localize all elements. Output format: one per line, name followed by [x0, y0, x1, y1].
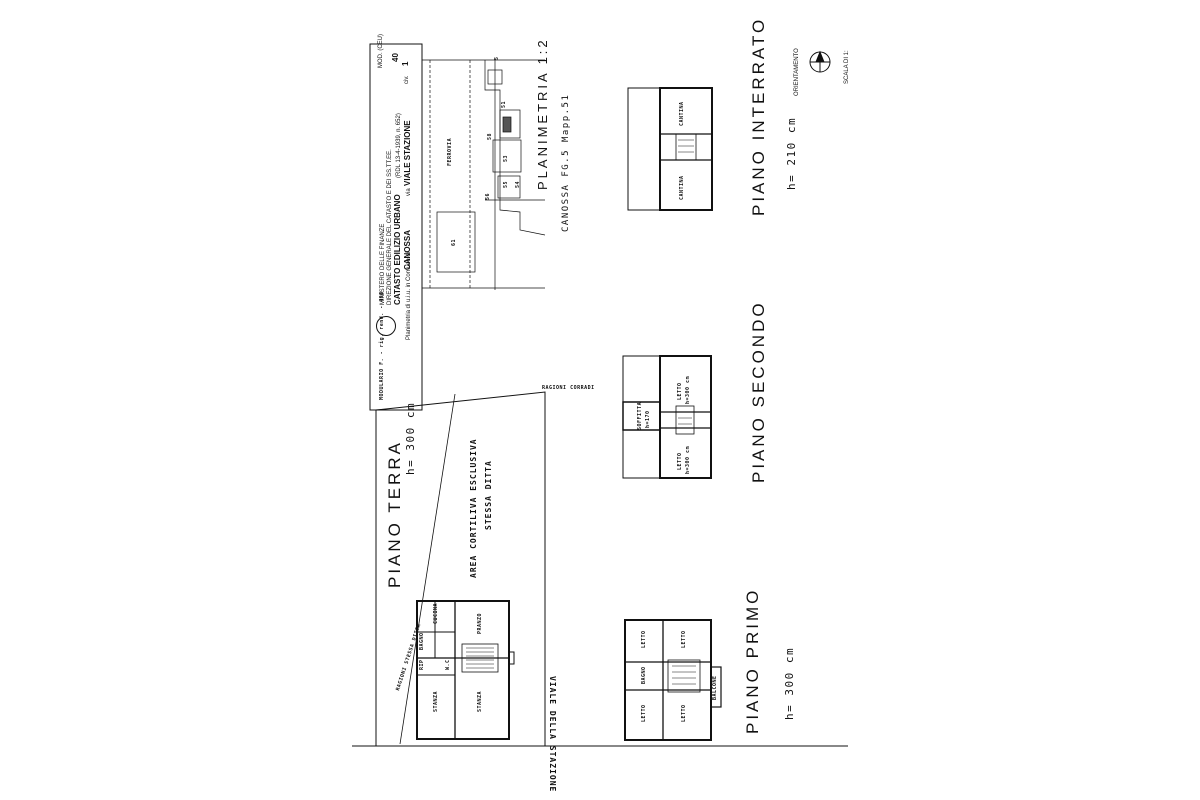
street-name: VIALE STAZIONE: [403, 120, 412, 186]
piano-primo-building: [624, 619, 722, 741]
railway-label: FERROVIA: [447, 137, 453, 166]
piano-terra-building: [416, 600, 515, 740]
scale-label: SCALA DI 1:: [844, 50, 850, 84]
piano-secondo-title: PIANO SECONDO: [749, 300, 768, 483]
street-label: VIALE DELLA STAZIONE: [548, 676, 557, 793]
room-stanza-2: STANZA: [477, 690, 483, 712]
secondo-room-soffitta: SOFFITTA: [637, 401, 643, 430]
form-code: MOD. (CEU): [378, 34, 384, 68]
piano-primo-title: PIANO PRIMO: [743, 587, 762, 734]
parcel-54: 54: [515, 180, 521, 188]
secondo-height-1: h=300 cm: [685, 375, 691, 404]
room-wc: W.C.: [445, 655, 451, 670]
primo-room-letto-1: LETTO: [641, 630, 647, 648]
piano-interrato-height: h= 210 cm: [785, 116, 798, 190]
orientation-label: ORIENTAMENTO: [794, 48, 800, 96]
interrato-room-cantina-2: CANTINA: [679, 175, 685, 200]
piano-terra-lot: [375, 391, 546, 746]
site-plan-reference: CANOSSA FG.5 Mapp.51: [561, 93, 571, 232]
sheet-box-label: MODULARIO F. - rig. rend. - 498: [379, 291, 385, 400]
civ-value: 1: [401, 61, 410, 66]
boundary-top-label: RAGIONI CORRADI: [542, 385, 595, 391]
piano-terra-title: PIANO TERRA: [385, 440, 404, 588]
room-stanza-1: STANZA: [433, 690, 439, 712]
compass: [809, 50, 831, 73]
room-bagno: BAGNO: [419, 632, 425, 650]
secondo-room-letto-1: LETTO: [677, 382, 683, 400]
site-plan-title: PLANIMETRIA 1:2: [535, 37, 550, 190]
primo-room-bagno: BAGNO: [641, 666, 647, 684]
parcel-55: 55: [503, 180, 509, 188]
piano-interrato-title: PIANO INTERRATO: [749, 16, 768, 216]
primo-room-letto-3: LETTO: [641, 704, 647, 722]
secondo-room-letto-2: LETTO: [677, 452, 683, 470]
parcel-61: 61: [451, 238, 457, 246]
parcel-58: 58: [487, 132, 493, 140]
emblem-icon: [376, 316, 396, 336]
parcel-56: 56: [485, 192, 491, 200]
room-pranzo: PRANZO: [477, 612, 483, 634]
header-title: CATASTO EDILIZIO URBANO: [393, 194, 402, 305]
piano-terra-height: h= 300 cm: [404, 401, 417, 475]
room-ripostiglio: RIP.: [419, 655, 425, 670]
courtyard-label-line1: AREA CORTILIVA ESCLUSIVA: [469, 438, 478, 578]
interrato-room-cantina-1: CANTINA: [679, 101, 685, 126]
civ-prefix: civ.: [404, 75, 410, 84]
piano-interrato-building: [627, 87, 713, 211]
parcel-51: 51: [501, 100, 507, 108]
balcony-label: BALCONE: [712, 675, 718, 700]
primo-room-letto-2: LETTO: [681, 630, 687, 648]
secondo-height-2: h=300 cm: [685, 445, 691, 474]
piano-secondo-building: [622, 355, 712, 479]
law-reference: (RDL 13-4-1939, n. 652): [396, 113, 402, 178]
courtyard-label-line2: STESSA DITTA: [484, 460, 493, 530]
primo-room-letto-4: LETTO: [681, 704, 687, 722]
secondo-height-soffitta: h=170: [645, 410, 651, 428]
street-prefix: via: [406, 188, 412, 196]
site-plan: [422, 59, 546, 290]
form-number: 40: [391, 53, 400, 62]
piano-primo-height: h= 300 cm: [783, 646, 796, 720]
parcel-53: 53: [503, 154, 509, 162]
municipality-name: CANOSSA: [403, 229, 412, 270]
room-cucina: CUCINA: [433, 602, 439, 624]
parcel-5: 5: [494, 56, 500, 60]
header-frame: [369, 43, 423, 411]
